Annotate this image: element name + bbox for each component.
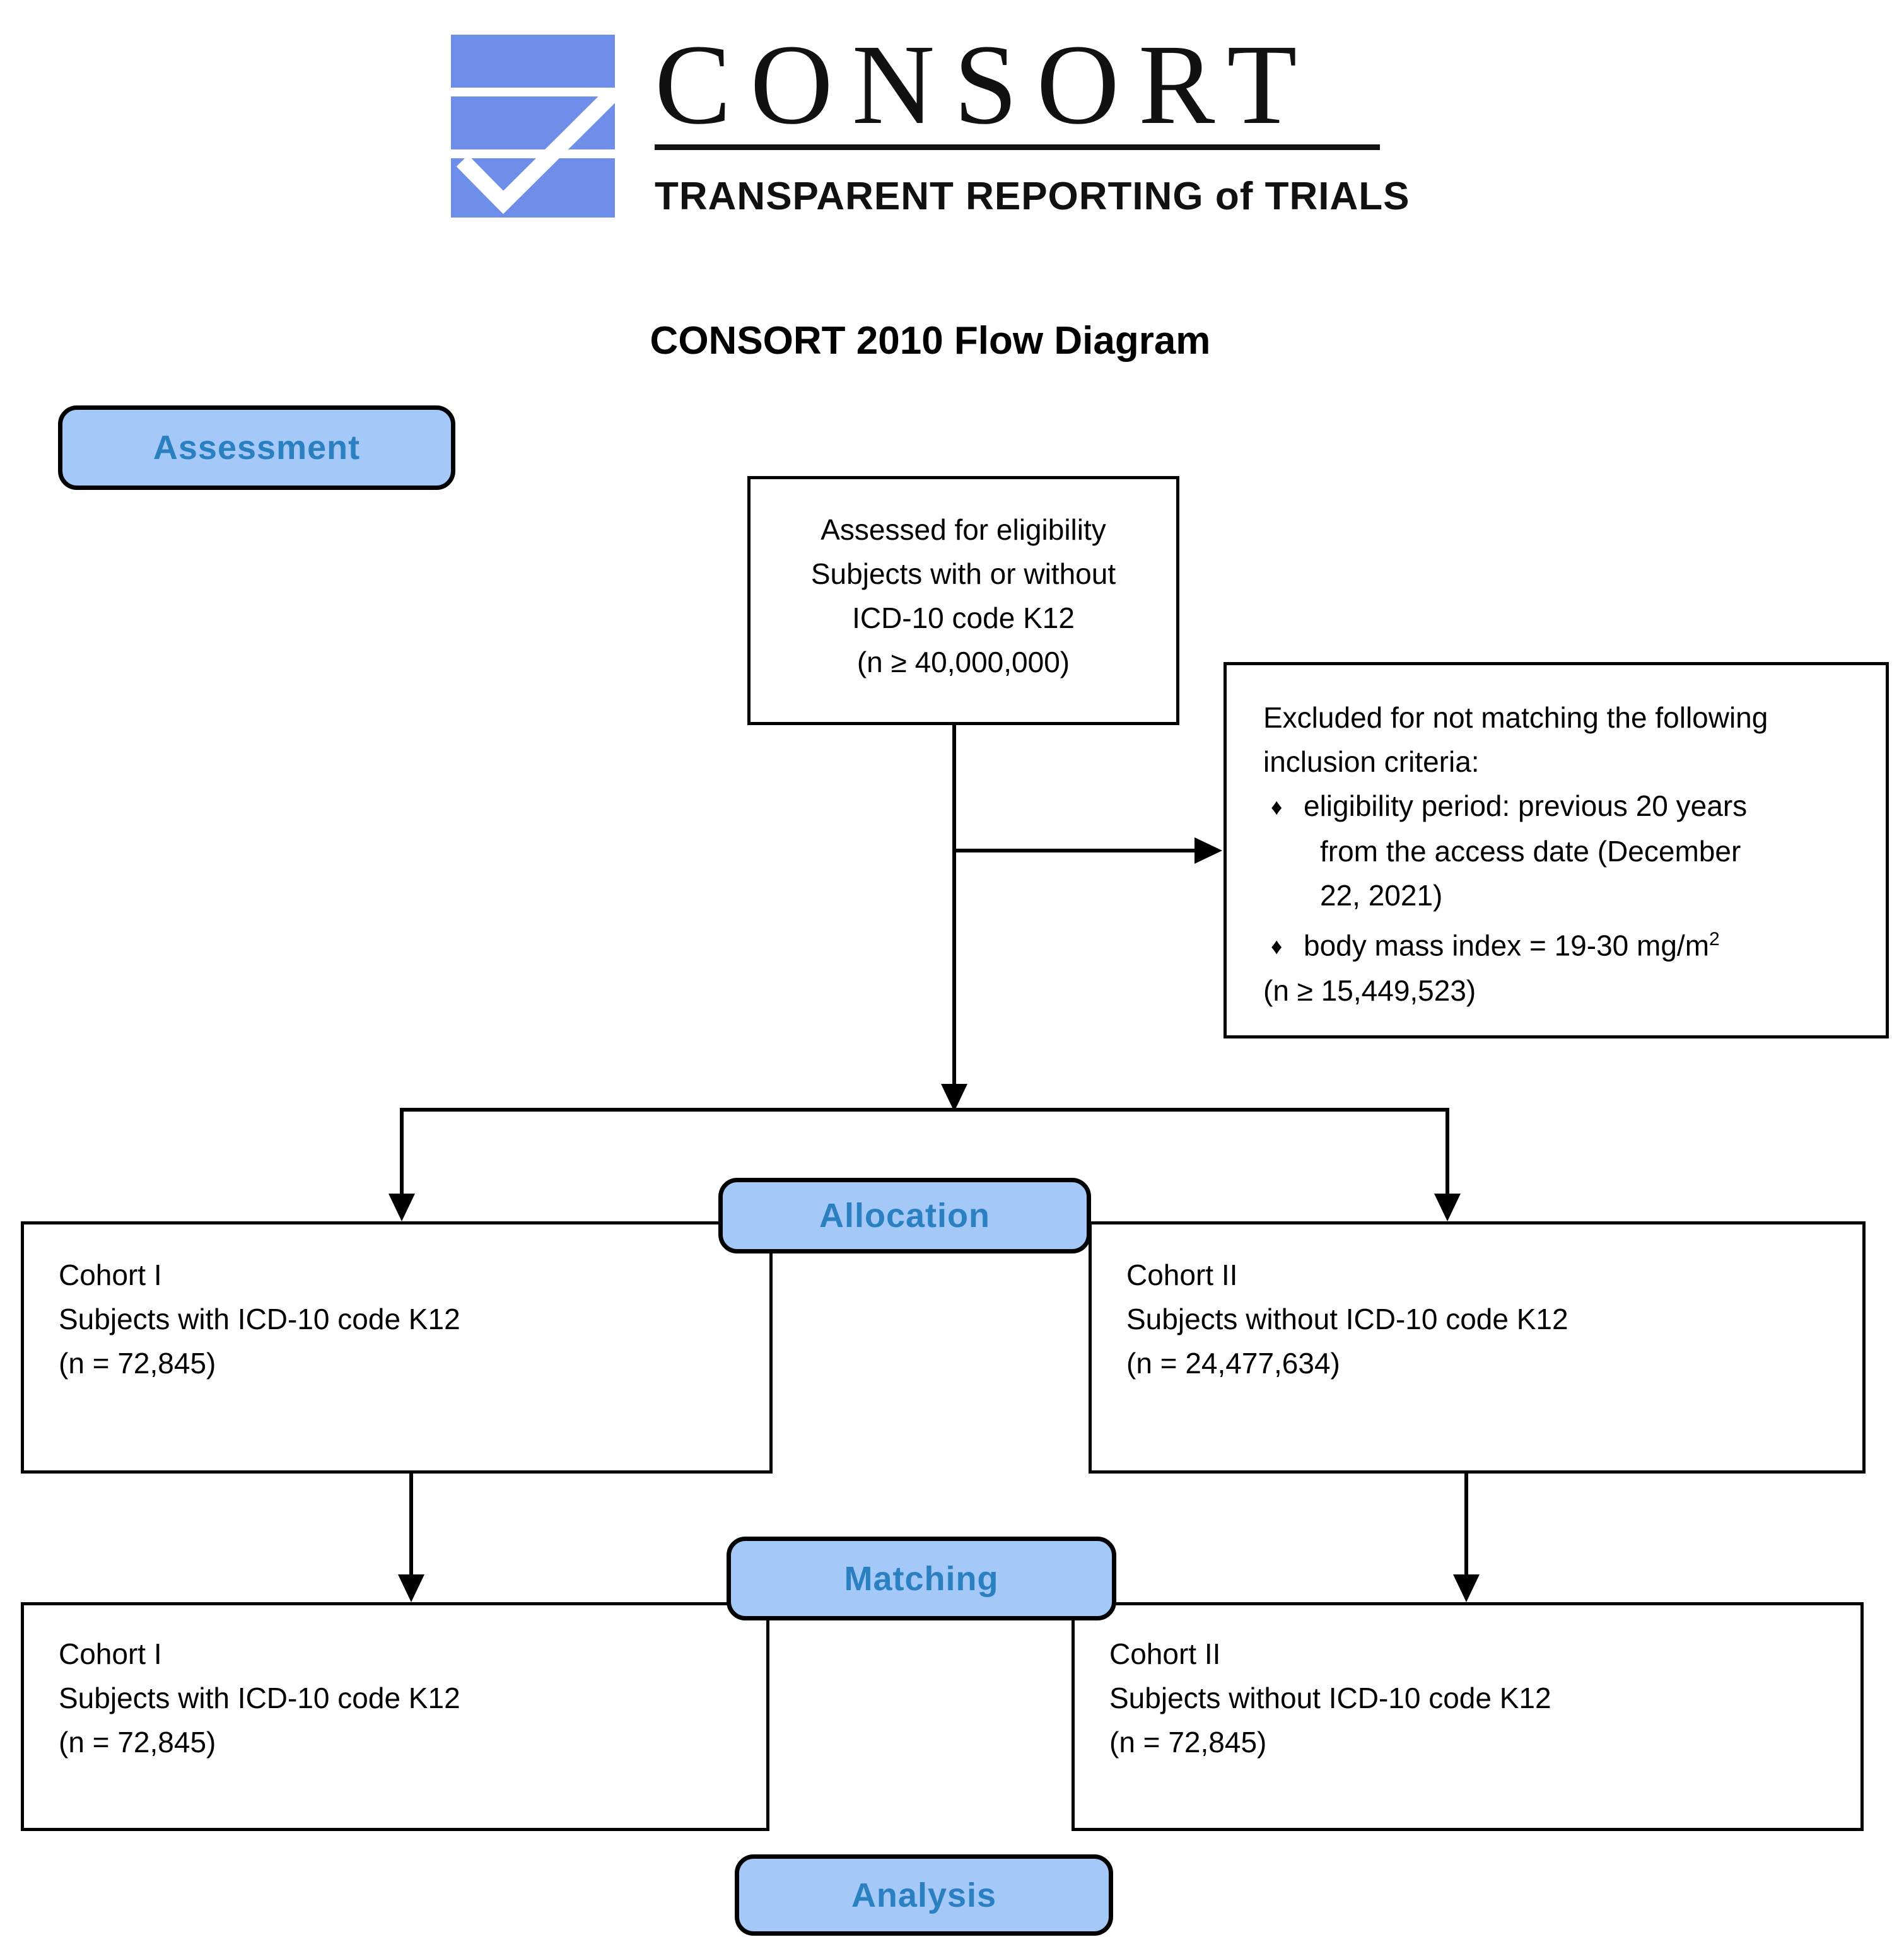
- excluded-intro-line-1: Excluded for not matching the following: [1263, 701, 1768, 734]
- stage-pill-allocation: Allocation: [718, 1178, 1091, 1253]
- matching-cohort1-box: Cohort I Subjects with ICD-10 code K12 (…: [21, 1602, 769, 1831]
- allocation-cohort1-box: Cohort I Subjects with ICD-10 code K12 (…: [21, 1221, 773, 1474]
- allocation-cohort1-title: Cohort I: [59, 1259, 162, 1291]
- line-drop-right-to-allocation: [1446, 1108, 1449, 1196]
- assessed-line-1: Assessed for eligibility: [821, 513, 1106, 546]
- matching-cohort1-desc: Subjects with ICD-10 code K12: [59, 1682, 460, 1714]
- assessed-line-3: ICD-10 code K12: [852, 602, 1075, 634]
- arrowhead-into-allocation-cohort1: [388, 1194, 415, 1221]
- arrowhead-into-excluded-box: [1194, 837, 1222, 864]
- excluded-bullet-2: ♦ body mass index = 19-30 mg/m2: [1263, 917, 1873, 968]
- diamond-bullet-icon: ♦: [1271, 933, 1283, 960]
- matching-cohort2-desc: Subjects without ICD-10 code K12: [1109, 1682, 1551, 1714]
- logo-tagline: TRANSPARENT REPORTING of TRIALS: [655, 175, 1410, 218]
- excluded-bullet2-text: body mass index = 19-30 mg/m: [1304, 929, 1710, 962]
- excluded-bullet1-cont-1: from the access date (December: [1320, 835, 1741, 868]
- allocation-cohort2-desc: Subjects without ICD-10 code K12: [1126, 1303, 1568, 1335]
- assessed-line-2: Subjects with or without: [810, 557, 1116, 590]
- checkmark-icon: [456, 88, 615, 214]
- matching-cohort2-count: (n = 72,845): [1109, 1726, 1267, 1759]
- line-branch-to-excluded: [952, 849, 1197, 852]
- stage-pill-matching: Matching: [727, 1537, 1116, 1620]
- allocation-cohort2-box: Cohort II Subjects without ICD-10 code K…: [1089, 1221, 1866, 1474]
- line-drop-right-to-matching: [1464, 1470, 1468, 1574]
- arrowhead-into-matching-cohort2: [1453, 1574, 1480, 1602]
- line-drop-left-to-matching: [409, 1470, 413, 1574]
- excluded-intro-line-2: inclusion criteria:: [1263, 745, 1480, 778]
- excluded-bullet-1: ♦ eligibility period: previous 20 years: [1263, 784, 1873, 829]
- consort-logo-icon: [451, 35, 615, 218]
- arrowhead-trunk-to-distribution: [941, 1084, 967, 1112]
- matching-cohort2-title: Cohort II: [1109, 1637, 1221, 1670]
- excluded-bullet2-superscript: 2: [1709, 929, 1720, 950]
- line-drop-left-to-allocation: [400, 1108, 404, 1196]
- line-distribution: [400, 1108, 1449, 1112]
- excluded-bullet1-cont-2: 22, 2021): [1320, 879, 1443, 912]
- allocation-cohort2-count: (n = 24,477,634): [1126, 1347, 1340, 1380]
- page-title: CONSORT 2010 Flow Diagram: [650, 319, 1211, 363]
- arrowhead-into-allocation-cohort2: [1434, 1194, 1461, 1221]
- arrowhead-into-matching-cohort1: [398, 1574, 424, 1602]
- logo-divider: [655, 144, 1380, 150]
- matching-cohort1-title: Cohort I: [59, 1637, 162, 1670]
- allocation-cohort1-count: (n = 72,845): [59, 1347, 216, 1380]
- assessed-for-eligibility-box: Assessed for eligibility Subjects with o…: [747, 476, 1179, 725]
- logo-brand-text: CONSORT: [655, 21, 1316, 148]
- allocation-cohort2-title: Cohort II: [1126, 1259, 1238, 1291]
- line-assessed-down-trunk: [952, 722, 956, 1088]
- excluded-count: (n ≥ 15,449,523): [1263, 974, 1476, 1008]
- stage-pill-assessment: Assessment: [58, 405, 455, 490]
- allocation-cohort1-desc: Subjects with ICD-10 code K12: [59, 1303, 460, 1335]
- excluded-box: Excluded for not matching the following …: [1224, 662, 1889, 1038]
- matching-cohort1-count: (n = 72,845): [59, 1726, 216, 1759]
- stage-pill-analysis: Analysis: [735, 1854, 1113, 1936]
- matching-cohort2-box: Cohort II Subjects without ICD-10 code K…: [1072, 1602, 1864, 1831]
- diamond-bullet-icon: ♦: [1271, 794, 1283, 820]
- assessed-count: (n ≥ 40,000,000): [856, 646, 1070, 678]
- excluded-bullet1-text: eligibility period: previous 20 years: [1304, 789, 1748, 822]
